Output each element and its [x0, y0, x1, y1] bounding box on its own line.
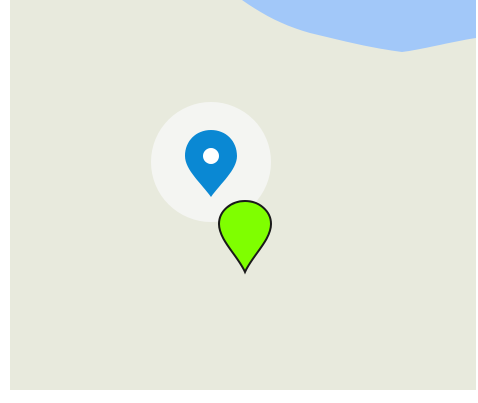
location-pin-icon [185, 130, 237, 197]
selected-location-marker[interactable] [151, 102, 271, 222]
water-body [242, 0, 476, 52]
dropped-pin-marker[interactable] [217, 199, 273, 275]
map-pin-icon [217, 199, 273, 275]
map-tiles [10, 0, 476, 390]
map-canvas[interactable] [10, 0, 476, 390]
